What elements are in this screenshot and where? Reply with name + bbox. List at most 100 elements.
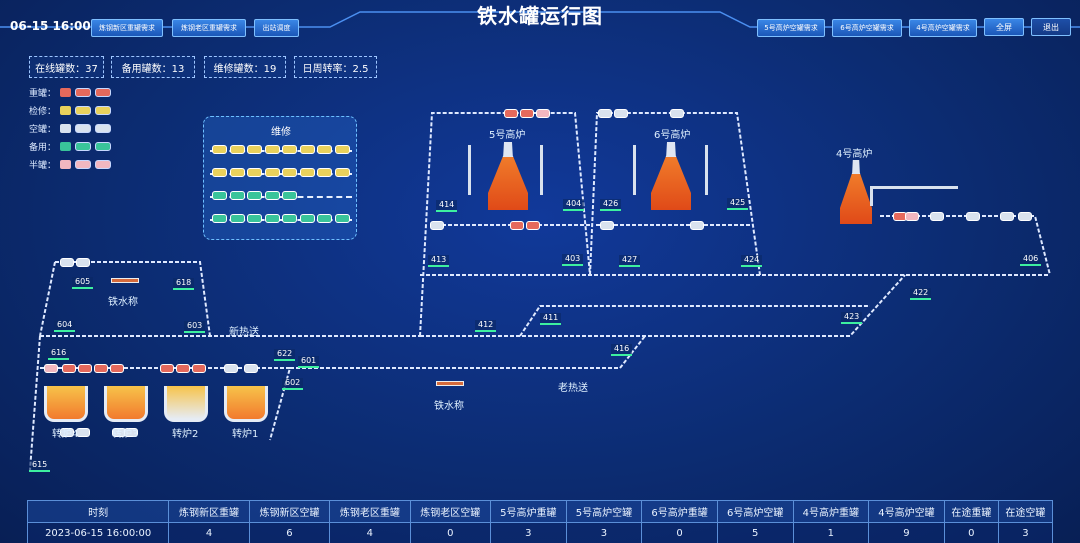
track-tag[interactable]: 616 [48,348,70,360]
ladle-car[interactable] [504,109,518,118]
ladle-car[interactable] [224,364,238,373]
track-tag[interactable]: 424 [741,255,763,267]
ladle-car[interactable] [94,364,108,373]
ladle-car[interactable] [614,109,628,118]
tuyere-pipe-icon [540,145,543,195]
converter-1-icon[interactable] [224,386,268,422]
ladle-car[interactable] [247,191,262,200]
ladle-car[interactable] [670,109,684,118]
ladle-car[interactable] [124,428,138,437]
ladle-car[interactable] [317,145,332,154]
ladle-car[interactable] [78,364,92,373]
ladle-car[interactable] [244,364,258,373]
track-tag[interactable]: 414 [436,200,458,212]
table-cell: 6 [248,522,331,543]
ladle-car[interactable] [317,168,332,177]
ladle-car[interactable] [229,191,245,200]
ladle-car[interactable] [44,364,58,373]
ladle-car[interactable] [282,145,297,154]
track-tag[interactable]: 411 [540,313,562,325]
ladle-car[interactable] [1000,212,1014,221]
ladle-car[interactable] [526,221,540,230]
ladle-car[interactable] [282,168,297,177]
ladle-car[interactable] [110,364,124,373]
ladle-car[interactable] [317,214,332,223]
ladle-car[interactable] [264,214,280,223]
ladle-car[interactable] [247,145,262,154]
track-tag[interactable]: 604 [54,320,76,332]
track-tag[interactable]: 602 [282,378,304,390]
ladle-car[interactable] [510,221,524,230]
converter-3-icon[interactable] [104,386,148,422]
track-tag[interactable]: 426 [600,199,622,211]
table-header-cell: 在途重罐 [943,500,999,523]
new-area-heavy-demand-button[interactable]: 炼钢新区重罐需求 [91,19,163,37]
ladle-car[interactable] [598,109,612,118]
track-tag[interactable]: 622 [274,349,296,361]
ladle-car[interactable] [334,145,350,154]
exit-button[interactable]: 退出 [1031,18,1071,36]
ladle-car[interactable] [299,168,315,177]
bf6-empty-demand-button[interactable]: 6号高炉空罐需求 [832,19,902,37]
track-tag[interactable]: 615 [29,460,51,472]
ladle-car[interactable] [1018,212,1032,221]
ladle-car[interactable] [264,191,280,200]
ladle-car[interactable] [299,214,315,223]
ladle-car[interactable] [334,214,350,223]
track-tag[interactable]: 425 [727,198,749,210]
bf4-empty-demand-button[interactable]: 4号高炉空罐需求 [909,19,977,37]
ladle-car[interactable] [536,109,550,118]
table-header-cell: 5号高炉空罐 [565,500,643,523]
track-tag[interactable]: 413 [428,255,450,267]
track-tag[interactable]: 404 [563,199,585,211]
converter-4-icon[interactable] [44,386,88,422]
ladle-car[interactable] [282,191,297,200]
ladle-car[interactable] [690,221,704,230]
ladle-car[interactable] [334,168,350,177]
converter-2-icon[interactable] [164,386,208,422]
ladle-car[interactable] [282,214,297,223]
ladle-car[interactable] [229,168,245,177]
ladle-car[interactable] [212,214,227,223]
track-tag[interactable]: 416 [611,344,633,356]
ladle-car[interactable] [60,258,74,267]
ladle-car[interactable] [264,168,280,177]
old-area-heavy-demand-button[interactable]: 炼钢老区重罐需求 [172,19,246,37]
ladle-car[interactable] [212,168,227,177]
ladle-car[interactable] [212,191,227,200]
ladle-car[interactable] [905,212,919,221]
ladle-car[interactable] [76,258,90,267]
ladle-car[interactable] [299,145,315,154]
track-tag[interactable]: 601 [298,356,320,368]
bf6-label: 6号高炉 [654,130,691,141]
dispatch-button[interactable]: 出站调度 [254,19,299,37]
track-tag[interactable]: 412 [475,320,497,332]
ladle-car[interactable] [62,364,76,373]
ladle-car[interactable] [160,364,174,373]
ladle-car[interactable] [966,212,980,221]
ladle-car[interactable] [247,168,262,177]
ladle-car[interactable] [430,221,444,230]
ladle-car[interactable] [60,428,74,437]
track-tag[interactable]: 605 [72,277,94,289]
track-tag[interactable]: 422 [910,288,932,300]
ladle-car[interactable] [520,109,534,118]
ladle-car[interactable] [264,145,280,154]
ladle-car[interactable] [212,145,227,154]
track-tag[interactable]: 406 [1020,254,1042,266]
ladle-car[interactable] [930,212,944,221]
track-tag[interactable]: 403 [562,254,584,266]
ladle-car[interactable] [76,428,90,437]
ladle-car[interactable] [176,364,190,373]
track-tag[interactable]: 603 [184,321,206,333]
fullscreen-button[interactable]: 全屏 [984,18,1024,36]
track-tag[interactable]: 618 [173,278,195,290]
ladle-car[interactable] [229,145,245,154]
ladle-car[interactable] [192,364,206,373]
track-tag[interactable]: 427 [619,255,641,267]
ladle-car[interactable] [229,214,245,223]
track-tag[interactable]: 423 [841,312,863,324]
ladle-car[interactable] [247,214,262,223]
ladle-car[interactable] [600,221,614,230]
bf5-empty-demand-button[interactable]: 5号高炉空罐需求 [757,19,825,37]
